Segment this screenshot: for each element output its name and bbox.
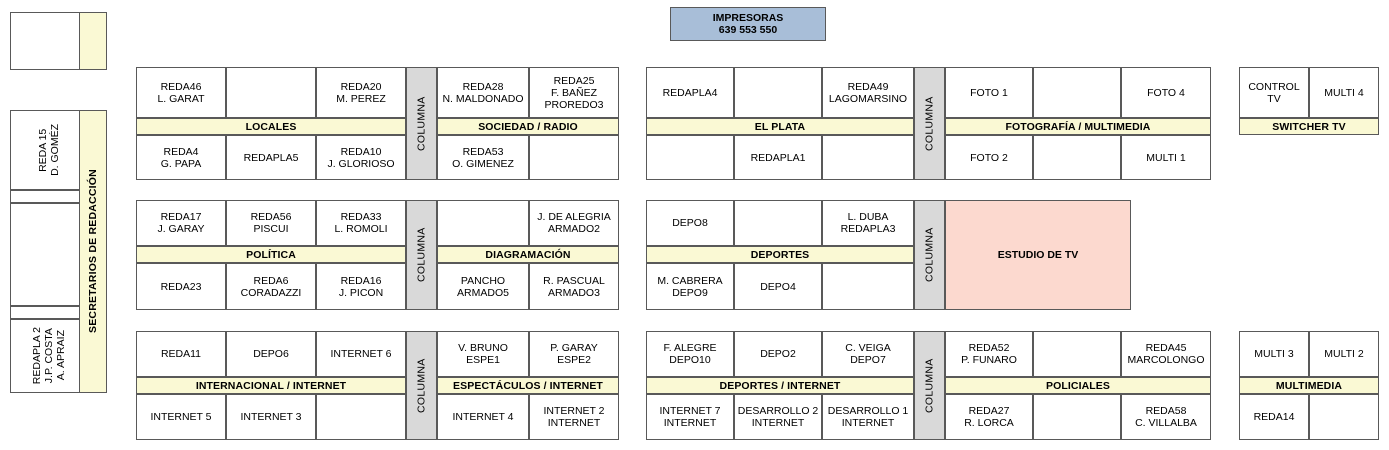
locales-bottom-cell-1[interactable]: REDA4 G. PAPA bbox=[136, 135, 226, 180]
sociedad-top-cell-2[interactable]: REDA25 F. BAÑEZ PROREDO3 bbox=[529, 67, 619, 118]
columna-row2-right: COLUMNA bbox=[914, 200, 945, 310]
diagramacion-band: DIAGRAMACIÓN bbox=[437, 246, 619, 263]
diagramacion-bottom-cell-1[interactable]: PANCHO ARMADO5 bbox=[437, 263, 529, 310]
espectaculos-bottom-cell-2[interactable]: INTERNET 2 INTERNET bbox=[529, 394, 619, 440]
elplata-top-cell-3[interactable]: REDA49 LAGOMARSINO bbox=[822, 67, 914, 118]
switcher-band: SWITCHER TV bbox=[1239, 118, 1379, 135]
columna-row1-left: COLUMNA bbox=[406, 67, 437, 180]
internacional-top-cell-3[interactable]: INTERNET 6 bbox=[316, 331, 406, 377]
espectaculos-top-cell-2[interactable]: P. GARAY ESPE2 bbox=[529, 331, 619, 377]
impresoras-title: IMPRESORAS bbox=[712, 11, 784, 24]
elplata-bottom-cell-1[interactable] bbox=[646, 135, 734, 180]
multimedia-bottom-cell-2[interactable] bbox=[1309, 394, 1379, 440]
politica-bottom-cell-2[interactable]: REDA6 CORADAZZI bbox=[226, 263, 316, 310]
sidebar-cell-redapla2[interactable]: REDAPLA 2 J.P. COSTA A. APRAIZ bbox=[10, 319, 88, 393]
locales-top-cell-1[interactable]: REDA46 L. GARAT bbox=[136, 67, 226, 118]
sociedad-bottom-cell-1[interactable]: REDA53 O. GIMENEZ bbox=[437, 135, 529, 180]
locales-bottom-cell-3[interactable]: REDA10 J. GLORIOSO bbox=[316, 135, 406, 180]
deportes-top-cell-2[interactable] bbox=[734, 200, 822, 246]
deportes-internet-band: DEPORTES / INTERNET bbox=[646, 377, 914, 394]
multimedia-top-cell-2[interactable]: MULTI 2 bbox=[1309, 331, 1379, 377]
deportes-bottom-cell-2[interactable]: DEPO4 bbox=[734, 263, 822, 310]
sociedad-band: SOCIEDAD / RADIO bbox=[437, 118, 619, 135]
policiales-top-cell-1[interactable]: REDA52 P. FUNARO bbox=[945, 331, 1033, 377]
sidebar-cell-empty-mid[interactable] bbox=[10, 203, 88, 306]
sidebar-secretarios-band: SECRETARIOS DE REDACCIÓN bbox=[79, 110, 107, 393]
internacional-top-cell-2[interactable]: DEPO6 bbox=[226, 331, 316, 377]
fotografia-band: FOTOGRAFÍA / MULTIMEDIA bbox=[945, 118, 1211, 135]
fotografia-bottom-cell-1[interactable]: FOTO 2 bbox=[945, 135, 1033, 180]
politica-band: POLÍTICA bbox=[136, 246, 406, 263]
internacional-top-cell-1[interactable]: REDA11 bbox=[136, 331, 226, 377]
internacional-band: INTERNACIONAL / INTERNET bbox=[136, 377, 406, 394]
deportes-top-cell-1[interactable]: DEPO8 bbox=[646, 200, 734, 246]
elplata-top-cell-2[interactable] bbox=[734, 67, 822, 118]
deportes-bottom-cell-1[interactable]: M. CABRERA DEPO9 bbox=[646, 263, 734, 310]
diagramacion-top-cell-2[interactable]: J. DE ALEGRIA ARMADO2 bbox=[529, 200, 619, 246]
columna-row3-left: COLUMNA bbox=[406, 331, 437, 440]
deportes-band: DEPORTES bbox=[646, 246, 914, 263]
elplata-band: EL PLATA bbox=[646, 118, 914, 135]
columna-row3-right: COLUMNA bbox=[914, 331, 945, 440]
internacional-bottom-cell-2[interactable]: INTERNET 3 bbox=[226, 394, 316, 440]
sidebar-top-strip bbox=[79, 12, 107, 70]
switcher-top-cell-1[interactable]: CONTROL TV bbox=[1239, 67, 1309, 118]
elplata-bottom-cell-3[interactable] bbox=[822, 135, 914, 180]
elplata-top-cell-1[interactable]: REDAPLA4 bbox=[646, 67, 734, 118]
deportes-internet-bottom-cell-3[interactable]: DESARROLLO 1 INTERNET bbox=[822, 394, 914, 440]
impresoras-numbers: 639 553 550 bbox=[718, 24, 778, 36]
deportes-internet-top-cell-3[interactable]: C. VEIGA DEPO7 bbox=[822, 331, 914, 377]
deportes-bottom-cell-3[interactable] bbox=[822, 263, 914, 310]
policiales-bottom-cell-2[interactable] bbox=[1033, 394, 1121, 440]
deportes-internet-bottom-cell-1[interactable]: INTERNET 7 INTERNET bbox=[646, 394, 734, 440]
columna-row2-left: COLUMNA bbox=[406, 200, 437, 310]
elplata-bottom-cell-2[interactable]: REDAPLA1 bbox=[734, 135, 822, 180]
locales-top-cell-2[interactable] bbox=[226, 67, 316, 118]
politica-top-cell-3[interactable]: REDA33 L. ROMOLI bbox=[316, 200, 406, 246]
politica-top-cell-1[interactable]: REDA17 J. GARAY bbox=[136, 200, 226, 246]
sidebar-cell-reda15[interactable]: REDA 15 D. GOMÉZ bbox=[10, 110, 88, 190]
switcher-top-cell-2[interactable]: MULTI 4 bbox=[1309, 67, 1379, 118]
sidebar-cell-spacer-2[interactable] bbox=[10, 306, 88, 319]
diagramacion-bottom-cell-2[interactable]: R. PASCUAL ARMADO3 bbox=[529, 263, 619, 310]
espectaculos-band: ESPECTÁCULOS / INTERNET bbox=[437, 377, 619, 394]
deportes-top-cell-3[interactable]: L. DUBA REDAPLA3 bbox=[822, 200, 914, 246]
deportes-internet-bottom-cell-2[interactable]: DESARROLLO 2 INTERNET bbox=[734, 394, 822, 440]
deportes-internet-top-cell-1[interactable]: F. ALEGRE DEPO10 bbox=[646, 331, 734, 377]
sidebar-top-empty-cell[interactable] bbox=[10, 12, 88, 70]
policiales-top-cell-3[interactable]: REDA45 MARCOLONGO bbox=[1121, 331, 1211, 377]
espectaculos-bottom-cell-1[interactable]: INTERNET 4 bbox=[437, 394, 529, 440]
estudio-de-tv-area[interactable]: ESTUDIO DE TV bbox=[945, 200, 1131, 310]
multimedia-band: MULTIMEDIA bbox=[1239, 377, 1379, 394]
internacional-bottom-cell-1[interactable]: INTERNET 5 bbox=[136, 394, 226, 440]
policiales-bottom-cell-1[interactable]: REDA27 R. LORCA bbox=[945, 394, 1033, 440]
multimedia-bottom-cell-1[interactable]: REDA14 bbox=[1239, 394, 1309, 440]
policiales-band: POLICIALES bbox=[945, 377, 1211, 394]
sidebar-cell-spacer-1[interactable] bbox=[10, 190, 88, 203]
politica-bottom-cell-1[interactable]: REDA23 bbox=[136, 263, 226, 310]
columna-row1-right: COLUMNA bbox=[914, 67, 945, 180]
politica-bottom-cell-3[interactable]: REDA16 J. PICON bbox=[316, 263, 406, 310]
sidebar-cell-redapla2-label: REDAPLA 2 J.P. COSTA A. APRAIZ bbox=[31, 327, 67, 385]
fotografia-top-cell-1[interactable]: FOTO 1 bbox=[945, 67, 1033, 118]
fotografia-bottom-cell-3[interactable]: MULTI 1 bbox=[1121, 135, 1211, 180]
sociedad-bottom-cell-2[interactable] bbox=[529, 135, 619, 180]
policiales-bottom-cell-3[interactable]: REDA58 C. VILLALBA bbox=[1121, 394, 1211, 440]
policiales-top-cell-2[interactable] bbox=[1033, 331, 1121, 377]
locales-band: LOCALES bbox=[136, 118, 406, 135]
impresoras-box: IMPRESORAS 639 553 550 bbox=[670, 7, 826, 41]
fotografia-bottom-cell-2[interactable] bbox=[1033, 135, 1121, 180]
espectaculos-top-cell-1[interactable]: V. BRUNO ESPE1 bbox=[437, 331, 529, 377]
multimedia-top-cell-1[interactable]: MULTI 3 bbox=[1239, 331, 1309, 377]
deportes-internet-top-cell-2[interactable]: DEPO2 bbox=[734, 331, 822, 377]
locales-top-cell-3[interactable]: REDA20 M. PEREZ bbox=[316, 67, 406, 118]
politica-top-cell-2[interactable]: REDA56 PISCUI bbox=[226, 200, 316, 246]
fotografia-top-cell-2[interactable] bbox=[1033, 67, 1121, 118]
diagramacion-top-cell-1[interactable] bbox=[437, 200, 529, 246]
internacional-bottom-cell-3[interactable] bbox=[316, 394, 406, 440]
fotografia-top-cell-3[interactable]: FOTO 4 bbox=[1121, 67, 1211, 118]
locales-bottom-cell-2[interactable]: REDAPLA5 bbox=[226, 135, 316, 180]
sociedad-top-cell-1[interactable]: REDA28 N. MALDONADO bbox=[437, 67, 529, 118]
sidebar-cell-reda15-label: REDA 15 D. GOMÉZ bbox=[37, 124, 61, 176]
